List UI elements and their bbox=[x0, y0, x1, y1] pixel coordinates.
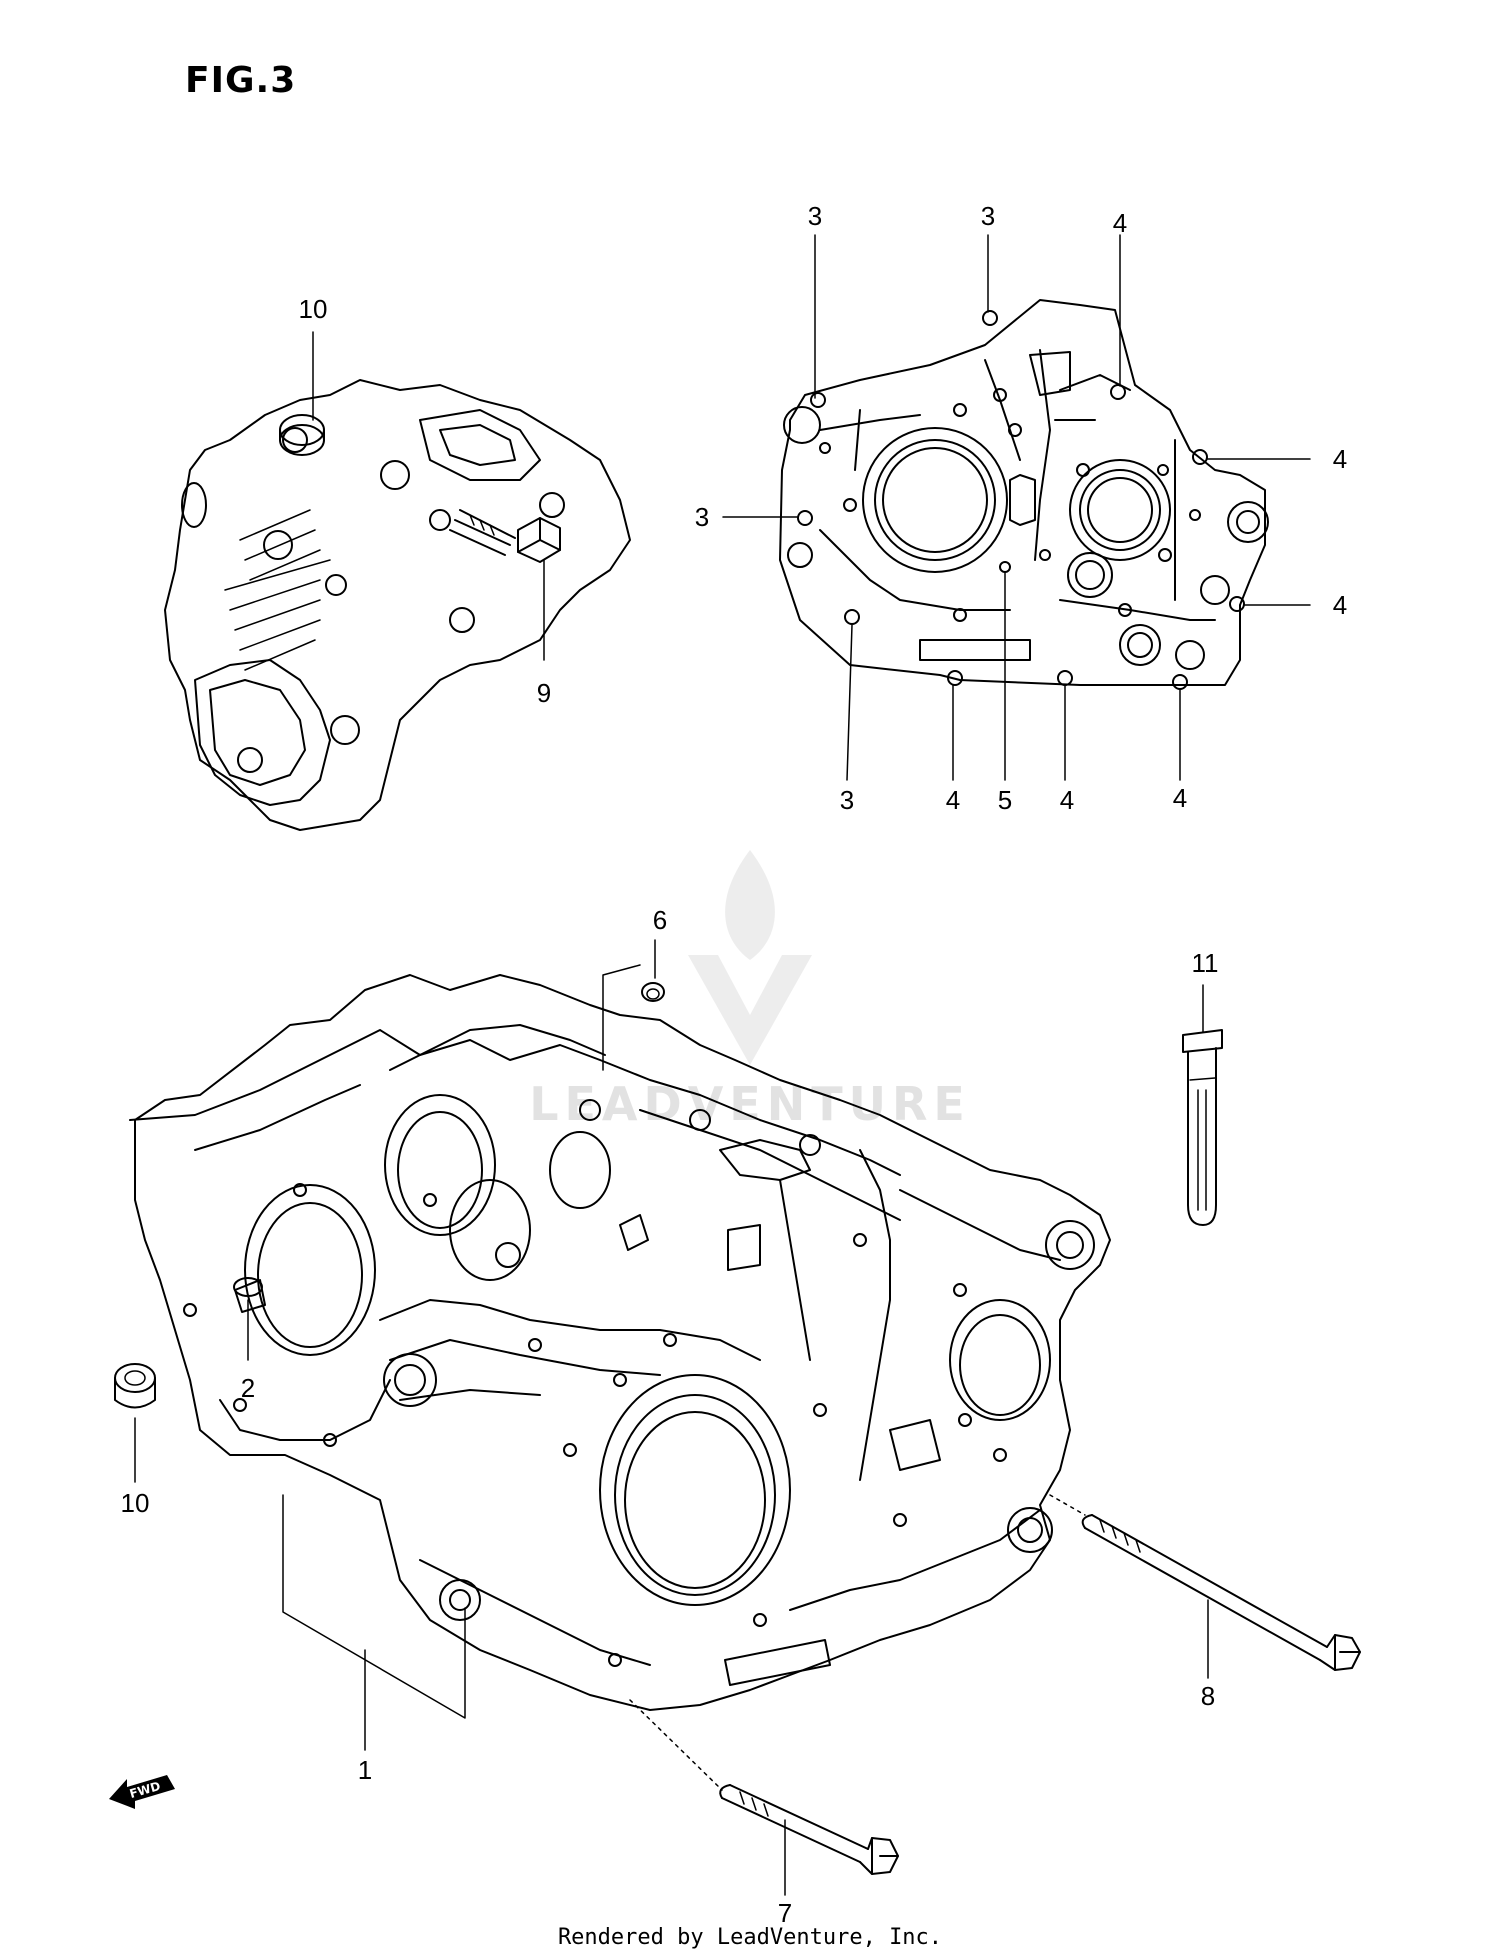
callout-1: 1 bbox=[357, 1755, 373, 1785]
footer-credit: Rendered by LeadVenture, Inc. bbox=[557, 1925, 943, 1950]
callout-3-a: 3 bbox=[807, 201, 823, 231]
leader-8-dashed bbox=[1049, 1494, 1086, 1516]
callout-7: 7 bbox=[777, 1898, 793, 1928]
callout-4-e: 4 bbox=[1059, 785, 1075, 815]
callout-5: 5 bbox=[997, 785, 1013, 815]
leader-1 bbox=[282, 1494, 466, 1751]
callout-4-c: 4 bbox=[1332, 590, 1348, 620]
crankcase-face-view bbox=[779, 299, 1269, 690]
leader-6-bracket bbox=[602, 964, 641, 1071]
callout-4-d: 4 bbox=[945, 785, 961, 815]
forward-direction-arrow-icon: FWD bbox=[109, 1775, 175, 1809]
leaders-face bbox=[722, 234, 1311, 781]
callout-4-b: 4 bbox=[1332, 444, 1348, 474]
part-10-cap bbox=[114, 1363, 156, 1409]
leader-7-dashed bbox=[629, 1699, 723, 1791]
callout-2: 2 bbox=[240, 1373, 256, 1403]
callout-4-a: 4 bbox=[1112, 208, 1128, 238]
callout-10-bottom: 10 bbox=[120, 1488, 150, 1518]
callout-10-top: 10 bbox=[298, 294, 328, 324]
callout-8: 8 bbox=[1200, 1681, 1216, 1711]
callout-11: 11 bbox=[1191, 948, 1219, 978]
callout-6: 6 bbox=[652, 905, 668, 935]
figure-title: FIG.3 bbox=[185, 60, 297, 101]
callout-3-b: 3 bbox=[980, 201, 996, 231]
callout-3-c: 3 bbox=[694, 502, 710, 532]
part-6-o-ring bbox=[641, 982, 665, 1002]
callout-9: 9 bbox=[536, 678, 552, 708]
crankcase-assembly bbox=[129, 974, 1111, 1711]
part-8-long-bolt bbox=[1081, 1514, 1361, 1671]
callout-4-f: 4 bbox=[1172, 783, 1188, 813]
upper-crankcase-view bbox=[164, 379, 631, 831]
part-7-bolt bbox=[719, 1784, 899, 1875]
part-11-label-strap bbox=[1182, 1029, 1223, 1226]
callout-3-d: 3 bbox=[839, 785, 855, 815]
